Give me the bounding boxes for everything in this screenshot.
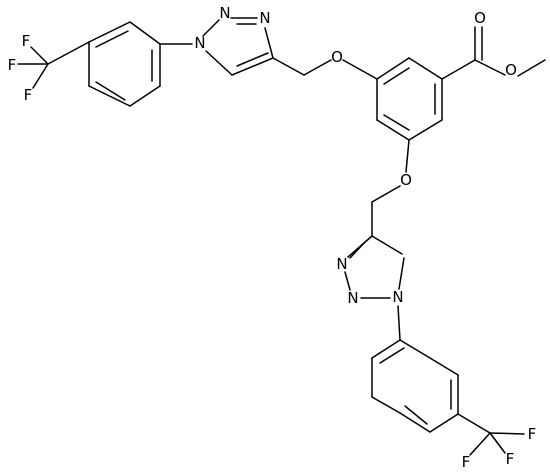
bond-line	[47, 41, 90, 65]
bond-line	[88, 21, 131, 43]
bond-line	[95, 30, 129, 48]
atom-o-ether-bottom: O	[400, 171, 412, 189]
bond-line	[398, 257, 405, 290]
bond-line	[383, 114, 410, 131]
bond-line	[474, 59, 506, 76]
bond-line	[205, 50, 233, 76]
atom-n1-bot: N	[392, 288, 403, 306]
bond-line	[517, 59, 546, 77]
bond-line	[129, 21, 161, 45]
bond-line	[404, 405, 428, 425]
bond-line	[399, 412, 431, 433]
atom-f3: F	[24, 86, 33, 104]
bond-line	[371, 396, 401, 414]
bond-line	[303, 59, 332, 76]
bond-line	[371, 185, 401, 203]
atom-n2-bot: N	[347, 289, 358, 307]
atom-f4: F	[528, 425, 537, 443]
atom-labels: F F F N N N O O O O N N N F F F	[8, 4, 537, 471]
bond-line	[457, 413, 491, 434]
bond-line	[371, 339, 401, 359]
bond-line	[379, 347, 405, 364]
atom-n3-bot: N	[336, 255, 347, 273]
atom-f5: F	[462, 453, 471, 471]
bond-line	[129, 85, 161, 107]
bond-line	[32, 63, 49, 89]
bond-line	[383, 67, 410, 85]
bond-line	[408, 57, 443, 80]
atom-f1: F	[22, 32, 31, 50]
bond-line	[429, 357, 459, 376]
bond-line	[231, 57, 274, 76]
bond-line	[399, 339, 431, 359]
bond-line	[408, 119, 443, 141]
atom-f6: F	[506, 450, 515, 468]
bond-lines	[17, 17, 546, 456]
bond-line	[202, 19, 220, 37]
bond-line	[376, 119, 410, 141]
bond-line	[489, 432, 506, 454]
bond-line	[272, 57, 305, 76]
bond-line	[88, 85, 131, 107]
bond-line	[30, 46, 49, 65]
bond-line	[236, 52, 269, 67]
bond-line	[371, 235, 403, 255]
bond-line	[264, 27, 274, 59]
bond-line	[429, 413, 459, 433]
bond-line	[349, 241, 366, 259]
bond-line	[469, 432, 491, 456]
atom-n2-top: N	[219, 4, 230, 22]
atom-f2: F	[8, 56, 17, 74]
atom-o-ester: O	[505, 61, 517, 79]
atom-o-ether-top: O	[331, 48, 343, 66]
bond-line	[95, 81, 126, 101]
atom-o-carbonyl: O	[474, 9, 486, 27]
bond-line	[489, 432, 525, 435]
atom-n1-top: N	[194, 34, 205, 52]
bond-line	[397, 305, 401, 341]
atom-n3-top: N	[259, 9, 270, 27]
bond-line	[344, 271, 351, 291]
bond-line	[376, 57, 410, 80]
bond-line	[441, 59, 476, 80]
bond-line	[405, 139, 410, 173]
bond-line	[342, 59, 378, 80]
